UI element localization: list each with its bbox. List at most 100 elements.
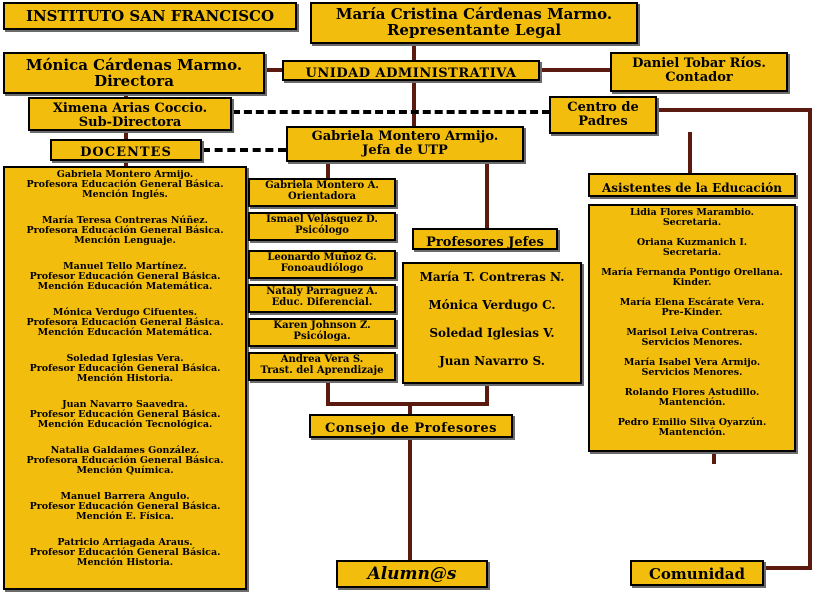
asistentes-list: Lidia Flores Marambio. Secretaria. Orian… [588,204,796,452]
contador-box: Daniel Tobar Ríos. Contador [610,52,788,92]
docente-title: Profesor Educación General Básica. [29,547,221,558]
asistente-role: Pre-Kinder. [661,307,723,318]
docente-entry: Patricio Arriagada Araus. Profesor Educa… [5,538,245,584]
profesor-jefe-item: Soledad Iglesias V. [429,326,555,340]
asistente-entry: Rolando Flores Astudillo. Mantención. [590,388,794,418]
asistente-name: Oriana Kuzmanich I. [636,237,748,248]
asistente-entry: Marisol Leiva Contreras. Servicios Menor… [590,328,794,358]
docente-entry: Gabriela Montero Armijo. Profesora Educa… [5,170,245,216]
connector-admin-utp [412,80,416,128]
connector-consejo-alumnos [408,436,412,562]
alumnos-box: Alumn@s [336,560,488,588]
profesor-jefe-item: Juan Navarro S. [439,354,545,368]
docente-entry: Juan Navarro Saavedra. Profesor Educació… [5,400,245,446]
subdirectora-name: Ximena Arias Coccio. [52,101,208,116]
utp-staff-name: Leonardo Muñoz G. [267,252,377,263]
asistente-role: Secretaria. [662,217,722,228]
alumnos-label: Alumn@s [367,564,457,584]
profesores-jefes-list: María T. Contreras N. Mónica Verdugo C. … [402,262,582,384]
utp-staff-item: Nataly Parraguez A. Educ. Diferencial. [248,284,396,313]
directora-role: Directora [94,71,174,90]
profesores-jefes-label: Profesores Jefes [426,235,544,250]
docente-title: Profesor Educación General Básica. [29,363,221,374]
utp-staff-item: Andrea Vera S. Trast. del Aprendizaje [248,352,396,381]
docente-entry: Mónica Verdugo Cifuentes. Profesora Educ… [5,308,245,354]
docente-mention: Mención Educación Matemática. [37,327,213,338]
docente-title: Profesora Educación General Básica. [26,455,224,466]
centro-padres-line2: Padres [578,113,628,129]
docente-title: Profesor Educación General Básica. [29,409,221,420]
comunidad-box: Comunidad [630,560,764,586]
utp-staff-role: Fonoaudiólogo [280,262,364,274]
docente-name: María Teresa Contreras Núñez. [42,215,208,226]
asistente-entry: María Isabel Vera Armijo. Servicios Meno… [590,358,794,388]
docentes-list: Gabriela Montero Armijo. Profesora Educa… [3,166,247,590]
utp-name: Gabriela Montero Armijo. [311,129,499,144]
utp-staff-name: Andrea Vera S. [280,354,364,365]
asistente-entry: Pedro Emilio Silva Oyarzún. Mantención. [590,418,794,448]
asistente-entry: María Elena Escárate Vera. Pre-Kinder. [590,298,794,328]
docente-title: Profesora Educación General Básica. [26,225,224,236]
docente-mention: Mención Historia. [76,557,174,568]
docente-entry: Manuel Barrera Angulo. Profesor Educació… [5,492,245,538]
docente-mention: Mención Educación Tecnológica. [37,419,213,430]
consejo-box: Consejo de Profesores [309,414,513,438]
dashed-subdirectora-centro [232,110,550,114]
centro-padres-box: Centro de Padres [549,96,657,134]
docentes-label: DOCENTES [80,145,172,160]
utp-staff-name: Ismael Velásquez D. [266,214,378,225]
utp-staff-role: Orientadora [288,190,356,202]
docente-title: Profesora Educación General Básica. [26,317,224,328]
docente-entry: María Teresa Contreras Núñez. Profesora … [5,216,245,262]
connector-directora-admin [262,68,284,72]
asistente-role: Secretaria. [662,247,722,258]
utp-staff-item: Leonardo Muñoz G. Fonoaudiólogo [248,250,396,279]
docente-name: Mónica Verdugo Cifuentes. [52,307,198,318]
connector-centro-right [655,108,810,112]
contador-role: Contador [665,69,733,85]
asistente-entry: Oriana Kuzmanich I. Secretaria. [590,238,794,268]
connector-right-vertical [808,108,812,570]
docente-title: Profesor Educación General Básica. [29,271,221,282]
directora-name: Mónica Cárdenas Marmo. [25,56,243,74]
docente-entry: Manuel Tello Martínez. Profesor Educació… [5,262,245,308]
connector-bottom-horizontal [326,402,489,406]
asistente-role: Mantención. [658,397,726,408]
legal-representative-role: Representante Legal [386,20,562,39]
docente-entry: Natalia Galdames González. Profesora Edu… [5,446,245,492]
docente-entry: Soledad Iglesias Vera. Profesor Educació… [5,354,245,400]
utp-staff-role: Educ. Diferencial. [271,296,373,308]
asistente-name: María Elena Escárate Vera. [619,297,765,308]
docente-title: Profesora Educación General Básica. [26,179,224,190]
utp-staff-item: Ismael Velásquez D. Psicólogo [248,212,396,241]
profesor-jefe-item: María T. Contreras N. [419,270,565,284]
comunidad-label: Comunidad [648,565,746,583]
docente-mention: Mención E. Física. [76,511,174,522]
connector-centro-asistentes [688,132,692,174]
docente-name: Manuel Tello Martínez. [63,261,187,272]
asistente-name: Rolando Flores Astudillo. [624,387,760,398]
centro-padres-line1: Centro de [567,100,639,115]
connector-subdirectora-docentes [124,129,128,141]
utp-staff-name: Karen Johnson Z. [273,320,371,331]
subdirectora-role: Sub-Directora [78,114,182,130]
profesores-jefes-label-box: Profesores Jefes [412,228,558,250]
subdirectora-box: Ximena Arias Coccio. Sub-Directora [28,97,232,131]
docentes-label-box: DOCENTES [50,139,202,161]
asistente-role: Servicios Menores. [641,337,743,348]
docente-mention: Mención Lenguaje. [74,235,176,246]
docente-mention: Mención Educación Matemática. [37,281,213,292]
profesor-jefe-item: Mónica Verdugo C. [428,298,556,312]
connector-utp-jefes [485,160,489,230]
connector-to-consejo [408,404,412,416]
utp-staff-role: Psicóloga. [293,330,351,342]
asistente-name: María Isabel Vera Armijo. [623,357,761,368]
admin-unit-label: UNIDAD ADMINISTRATIVA [305,66,517,81]
connector-docentes-list [124,160,128,166]
connector-legal-admin [412,42,416,60]
utp-box: Gabriela Montero Armijo. Jefa de UTP [286,126,524,162]
institute-title: INSTITUTO SAN FRANCISCO [3,2,297,30]
docente-name: Natalia Galdames González. [50,445,200,456]
docente-title: Profesor Educación General Básica. [29,501,221,512]
docente-name: Patricio Arriagada Araus. [57,537,193,548]
